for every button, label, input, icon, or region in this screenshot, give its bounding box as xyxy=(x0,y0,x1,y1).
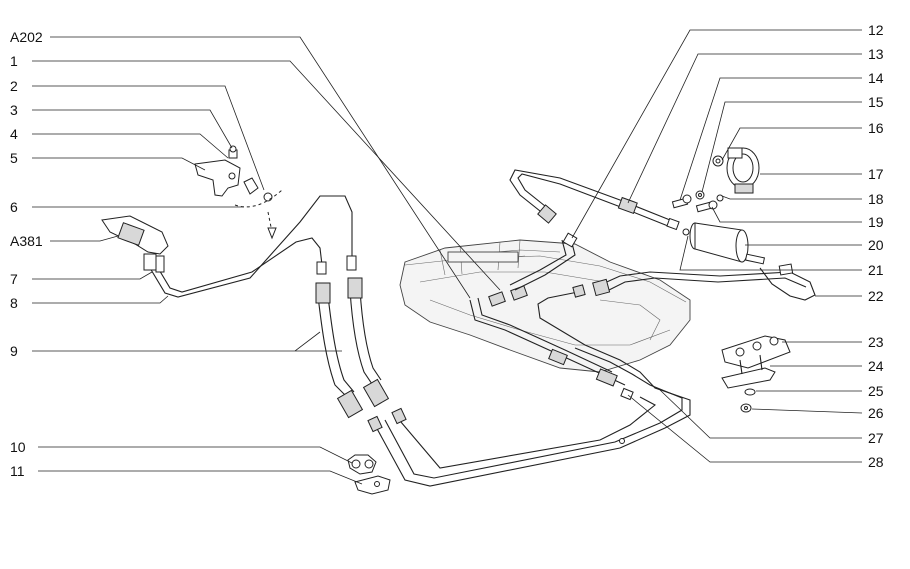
callout-10: 10 xyxy=(10,439,26,455)
callout-5: 5 xyxy=(10,150,18,166)
fuel-pump-A381 xyxy=(101,215,169,273)
clip-10-11 xyxy=(347,454,391,495)
callout-21: 21 xyxy=(868,262,884,278)
callout-25: 25 xyxy=(868,383,884,399)
fuel-pipe-22 xyxy=(572,263,816,301)
fuel-pipe-8 xyxy=(149,195,357,298)
leader-lines-left xyxy=(32,36,501,485)
callout-20: 20 xyxy=(868,237,884,253)
filter-clamp-17 xyxy=(712,147,760,194)
callout-27: 27 xyxy=(868,430,884,446)
callout-19: 19 xyxy=(868,214,884,230)
hoses-9 xyxy=(315,277,390,419)
callout-12: 12 xyxy=(868,22,884,38)
callout-18: 18 xyxy=(868,191,884,207)
clip-6 xyxy=(234,177,283,240)
callout-15: 15 xyxy=(868,94,884,110)
callout-26: 26 xyxy=(868,405,884,421)
callouts-right: 12 13 14 15 16 17 18 19 20 21 22 23 24 2… xyxy=(868,22,884,470)
fuel-tank xyxy=(399,239,691,373)
callout-14: 14 xyxy=(868,70,884,86)
callout-11: 11 xyxy=(10,463,25,479)
bracket-5 xyxy=(194,145,241,197)
fuel-pipe-lower xyxy=(367,291,691,487)
callout-8: 8 xyxy=(10,295,18,311)
callout-16: 16 xyxy=(868,120,884,136)
callout-7: 7 xyxy=(10,271,18,287)
callout-22: 22 xyxy=(868,288,884,304)
callout-1: 1 xyxy=(10,53,18,69)
callout-13: 13 xyxy=(868,46,884,62)
callout-4: 4 xyxy=(10,126,18,142)
callout-3: 3 xyxy=(10,102,18,118)
callout-28: 28 xyxy=(868,454,884,470)
callout-24: 24 xyxy=(868,358,884,374)
screw-set-14-15 xyxy=(671,190,724,213)
leader-lines-right xyxy=(571,29,863,463)
callout-A202: A202 xyxy=(10,29,43,45)
callout-6: 6 xyxy=(10,199,18,215)
callout-23: 23 xyxy=(868,334,884,350)
callout-2: 2 xyxy=(10,78,18,94)
fuel-pipe-upper xyxy=(509,169,680,291)
callout-9: 9 xyxy=(10,343,18,359)
callout-17: 17 xyxy=(868,166,884,182)
fuel-filter-20 xyxy=(682,222,766,265)
callout-A381: A381 xyxy=(10,233,43,249)
callouts-left: A202 1 2 3 4 5 6 A381 7 8 9 10 11 xyxy=(10,29,43,479)
clip-23-24 xyxy=(721,335,791,413)
fuel-pipe-center xyxy=(469,285,634,401)
